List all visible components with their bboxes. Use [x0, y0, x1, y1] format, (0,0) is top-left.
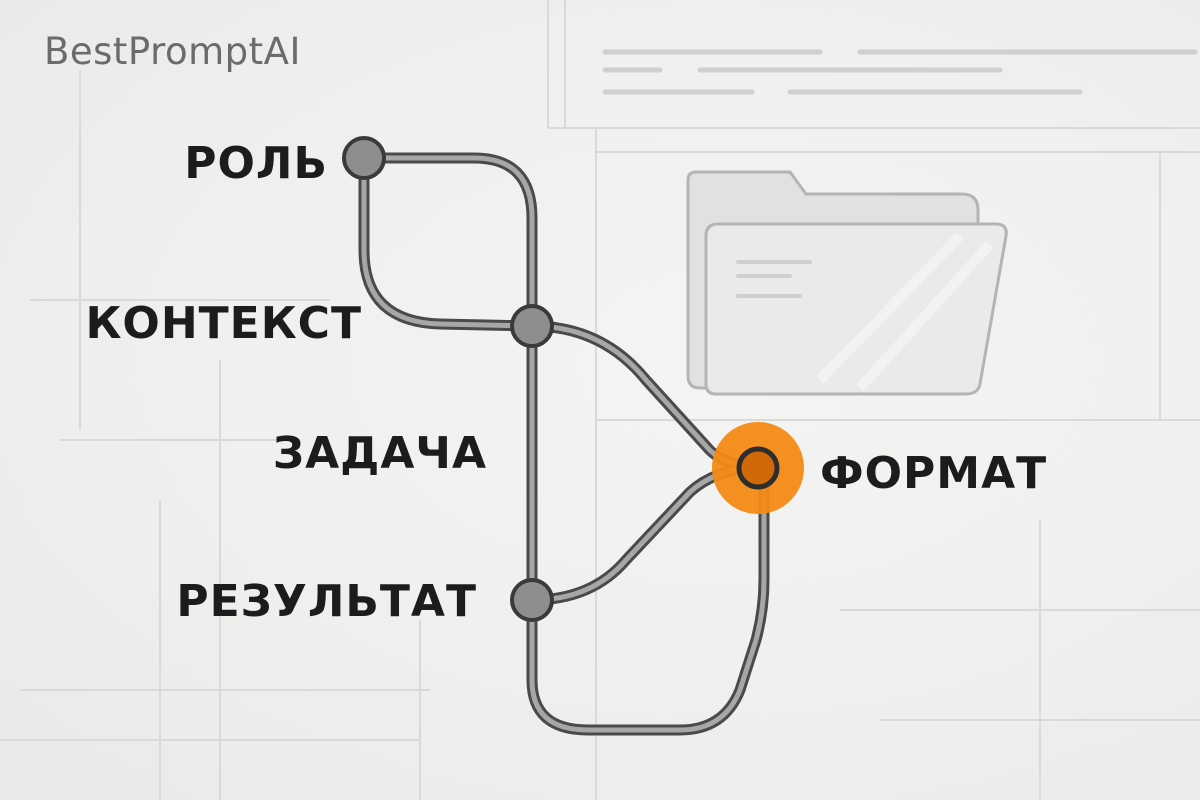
node-result: [510, 578, 554, 622]
brand-logo-text: BestPromptAI: [44, 30, 301, 73]
label-context: КОНТЕКСТ: [85, 298, 362, 349]
label-task: ЗАДАЧА: [272, 428, 487, 479]
node-context: [510, 304, 554, 348]
label-format: ФОРМАТ: [820, 448, 1048, 499]
label-role: РОЛЬ: [184, 138, 328, 189]
node-format-highlight: [712, 422, 804, 514]
label-result: РЕЗУЛЬТАТ: [176, 576, 477, 627]
node-role: [342, 136, 386, 180]
